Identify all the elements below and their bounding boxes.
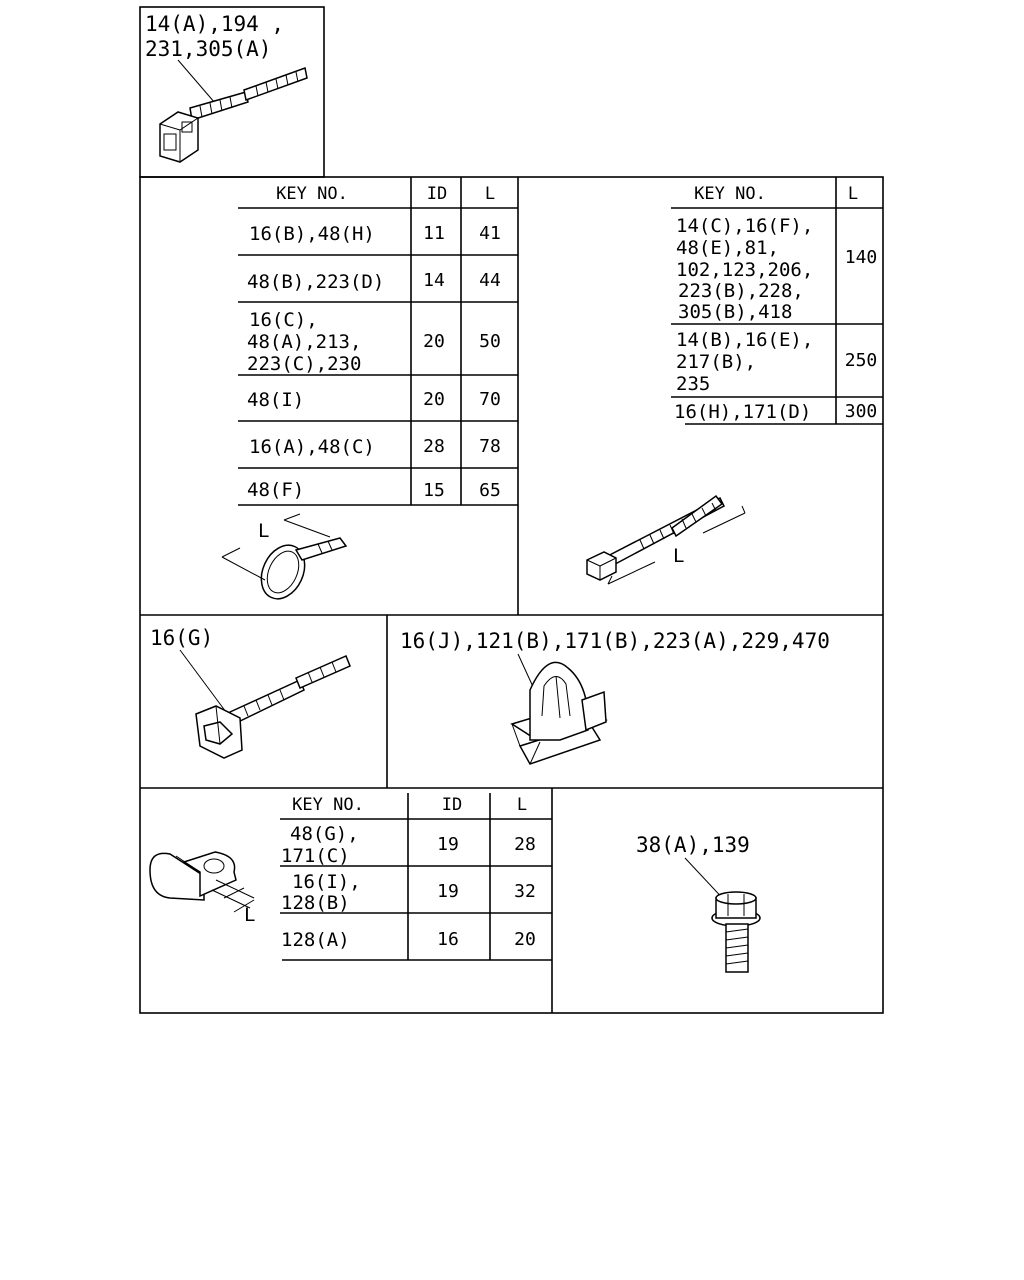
tie-mount-illustration — [159, 66, 308, 163]
table-row: 14(B),16(E), 217(B), 235 250 — [676, 329, 877, 395]
callout-tie-mount-line-2: 231,305(A) — [145, 37, 271, 61]
header-id: ID — [442, 795, 462, 815]
id-cell: 20 — [423, 331, 445, 352]
table-row: 16(B),48(H) 11 41 — [249, 223, 501, 245]
id-cell: 20 — [423, 389, 445, 410]
key-no-cell: 48(F) — [247, 479, 304, 501]
key-no-cell: 305(B),418 — [678, 301, 792, 323]
l-cell: 44 — [479, 270, 501, 291]
key-no-cell: 16(C), — [249, 309, 318, 331]
clamp-illustration: L — [149, 851, 255, 926]
leader-line — [177, 59, 216, 104]
strap-tie-table: KEY NO. L 14(C),16(F), 48(E),81, 102,123… — [586, 177, 883, 585]
panel-push-tie: 16(G) — [150, 626, 351, 759]
id-cell: 14 — [423, 270, 445, 291]
clamp-table: KEY NO. ID L 48(G), 171(C) 19 28 16(I), … — [149, 793, 552, 961]
id-cell: 19 — [437, 881, 459, 902]
push-tie-illustration — [195, 655, 351, 759]
key-no-cell: 16(I), — [292, 871, 361, 893]
table-row: 48(I) 20 70 — [247, 389, 501, 411]
key-no-cell: 223(C),230 — [247, 353, 361, 375]
id-cell: 15 — [423, 480, 445, 501]
dimension-label: L — [673, 545, 684, 567]
callout-tie-mount-line-1: 14(A),194 , — [145, 12, 284, 36]
table-row: 16(A),48(C) 28 78 — [249, 436, 501, 458]
key-no-cell: 128(A) — [281, 929, 350, 951]
dimension-label: L — [258, 520, 269, 542]
key-no-cell: 217(B), — [676, 351, 756, 373]
l-cell: 78 — [479, 436, 501, 457]
table-row: 48(B),223(D) 14 44 — [247, 270, 501, 293]
loop-tie-illustration: L — [221, 513, 348, 600]
id-cell: 16 — [437, 929, 459, 950]
id-cell: 19 — [437, 834, 459, 855]
table-row: 16(C), 48(A),213, 223(C),230 20 50 — [247, 309, 501, 375]
l-cell: 140 — [845, 247, 878, 268]
leader-line — [179, 649, 227, 713]
key-no-cell: 102,123,206, — [676, 259, 813, 281]
key-no-cell: 48(A),213, — [247, 331, 361, 353]
header-id: ID — [427, 184, 447, 204]
key-no-cell: 235 — [676, 373, 710, 395]
panel-tie-mount: 14(A),194 , 231,305(A) — [145, 12, 308, 163]
table-row: 14(C),16(F), 48(E),81, 102,123,206, 223(… — [676, 215, 877, 323]
l-cell: 70 — [479, 389, 501, 410]
l-cell: 41 — [479, 223, 501, 244]
key-no-cell: 14(B),16(E), — [676, 329, 813, 351]
header-l: L — [848, 184, 858, 204]
l-cell: 250 — [845, 350, 878, 371]
l-cell: 32 — [514, 881, 536, 902]
strap-tie-illustration: L — [586, 494, 746, 585]
key-no-cell: 16(B),48(H) — [249, 223, 375, 245]
table-row: 16(H),171(D) 300 — [674, 401, 877, 423]
callout-bolt: 38(A),139 — [636, 833, 750, 857]
callout-clip: 16(J),121(B),171(B),223(A),229,470 — [400, 629, 830, 653]
key-no-cell: 16(H),171(D) — [674, 401, 811, 423]
header-key-no: KEY NO. — [276, 184, 348, 204]
bolt-illustration — [711, 891, 761, 973]
key-no-cell: 48(I) — [247, 389, 304, 411]
key-no-cell: 16(A),48(C) — [249, 436, 375, 458]
callout-push-tie: 16(G) — [150, 626, 213, 650]
l-cell: 50 — [479, 331, 501, 352]
header-l: L — [485, 184, 495, 204]
key-no-cell: 171(C) — [281, 845, 350, 867]
key-no-cell: 14(C),16(F), — [676, 215, 813, 237]
key-no-cell: 48(E),81, — [676, 237, 779, 259]
panel-clip: 16(J),121(B),171(B),223(A),229,470 — [400, 629, 830, 765]
key-no-cell: 48(B),223(D) — [247, 271, 384, 293]
key-no-cell: 48(G), — [290, 823, 359, 845]
l-cell: 300 — [845, 401, 878, 422]
clip-illustration — [510, 661, 608, 765]
id-cell: 11 — [423, 223, 445, 244]
l-cell: 65 — [479, 480, 501, 501]
id-cell: 28 — [423, 436, 445, 457]
key-no-cell: 128(B) — [281, 892, 350, 914]
l-cell: 28 — [514, 834, 536, 855]
loop-tie-table: KEY NO. ID L 16(B),48(H) 11 41 48(B),223… — [221, 177, 518, 600]
frame — [139, 6, 884, 1014]
key-no-cell: 223(B),228, — [678, 280, 804, 302]
table-row: 128(A) 16 20 — [281, 929, 536, 951]
dimension-label: L — [244, 904, 255, 926]
header-key-no: KEY NO. — [694, 184, 766, 204]
header-l: L — [517, 795, 527, 815]
l-cell: 20 — [514, 929, 536, 950]
table-row: 48(G), 171(C) 19 28 — [281, 823, 536, 867]
table-row: 48(F) 15 65 — [247, 479, 501, 501]
table-row: 16(I), 128(B) 19 32 — [281, 871, 536, 914]
header-key-no: KEY NO. — [292, 795, 364, 815]
panel-bolt: 38(A),139 — [636, 833, 761, 973]
